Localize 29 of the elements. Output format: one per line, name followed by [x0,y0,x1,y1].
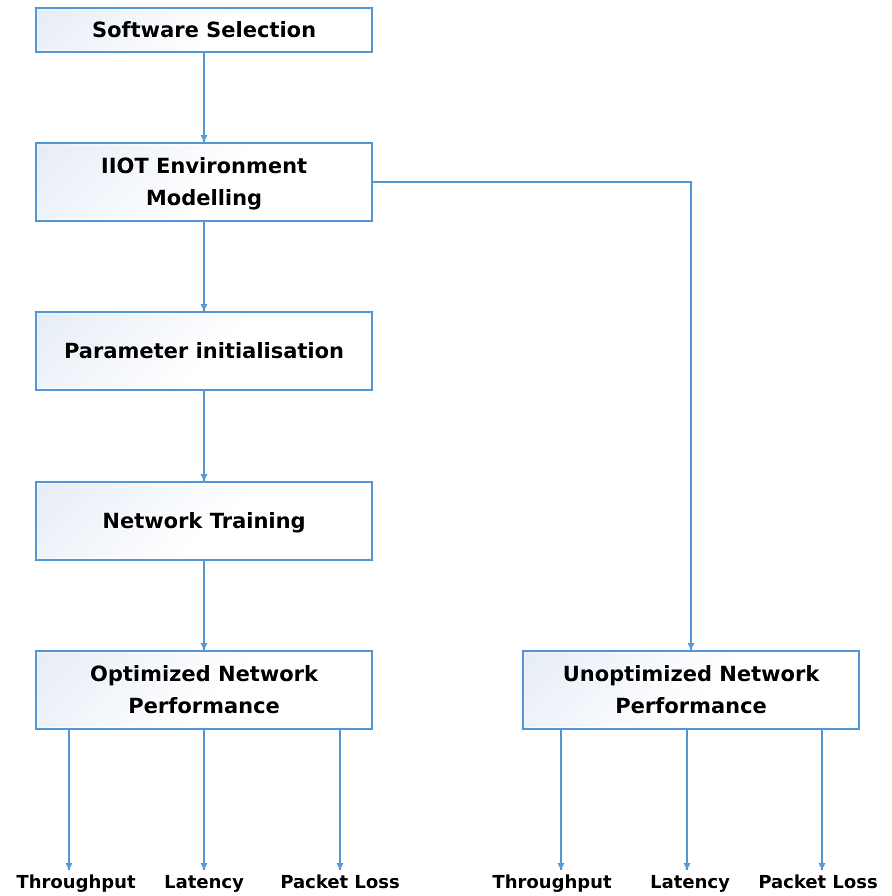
arrow [373,181,694,650]
box-label: Software Selection [92,17,316,44]
arrow [818,730,826,870]
box-label: Parameter initialisation [64,338,344,365]
metric-label: Latency [650,872,730,894]
metric-label: Latency [164,872,244,894]
arrow [336,730,344,870]
box-label: Unoptimized Network Performance [562,661,820,720]
arrow [200,730,208,870]
box-label: Optimized Network Performance [88,661,320,720]
box-label: Network Training [102,508,306,535]
arrow [558,730,564,870]
process-box [35,650,373,730]
arrow [66,730,72,870]
arrow [684,730,690,870]
arrow [200,53,208,142]
arrow [200,391,208,481]
arrow [200,561,208,650]
process-box [35,142,373,222]
metric-label: Throughput [492,872,612,894]
arrow [200,222,208,311]
process-box [522,650,860,730]
process-box [35,311,373,391]
metric-label: Throughput [16,872,136,894]
metric-label: Packet Loss [758,872,878,894]
process-box [35,481,373,561]
process-box [35,7,373,53]
metric-label: Packet Loss [280,872,400,894]
box-label: IIOT Environment Modelling [100,153,308,212]
